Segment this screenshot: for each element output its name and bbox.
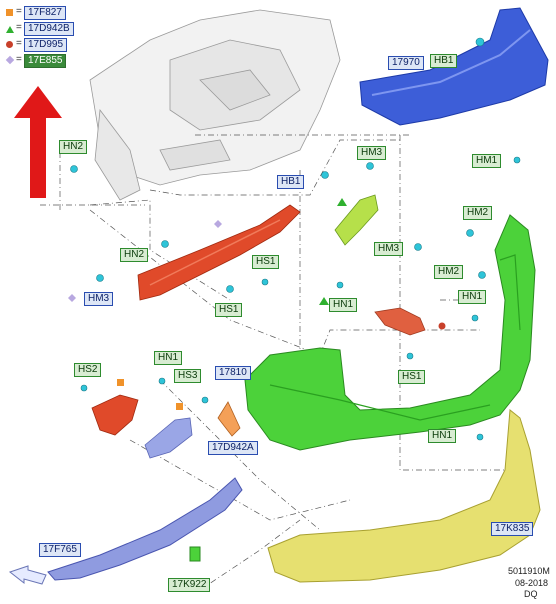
footer-date: 08-2018 [515, 578, 549, 588]
label-hb1-mid: HB1 [277, 175, 305, 189]
red-bracket-right [374, 307, 426, 336]
part-markers [68, 198, 446, 410]
label-hs1-b: HS1 [215, 303, 243, 317]
label-hs3: HS3 [174, 369, 202, 383]
fasteners [70, 37, 521, 441]
legend-eq: = [16, 22, 22, 33]
label-hn2-mid: HN2 [120, 248, 149, 262]
label-17k835: 17K835 [491, 522, 534, 536]
label-hm3-left: HM3 [84, 292, 114, 306]
label-hb1-top: HB1 [430, 54, 458, 68]
label-hn1-low: HN1 [154, 351, 183, 365]
legend-code-2: 17D942B [24, 22, 74, 36]
vehicle-body-shell [89, 9, 341, 201]
legend-code-1: 17F827 [24, 6, 66, 20]
orange-square-icon [6, 9, 13, 16]
legend-code-3: 17D995 [24, 38, 68, 52]
label-17k922: 17K922 [168, 578, 211, 592]
front-direction-arrow-icon [8, 565, 47, 585]
label-hs1-c: HS1 [398, 370, 426, 384]
label-17970: 17970 [388, 56, 424, 70]
label-17d942a: 17D942A [208, 441, 258, 455]
green-bracket-upper [334, 194, 379, 246]
label-hn2-left: HN2 [59, 140, 88, 154]
label-hn1-bottom: HN1 [428, 429, 457, 443]
label-hs1-a: HS1 [252, 255, 280, 269]
label-hm2-b: HM2 [434, 265, 464, 279]
red-bracket-left [91, 394, 139, 436]
label-hn1-right: HN1 [458, 290, 487, 304]
label-17f765: 17F765 [39, 543, 81, 557]
lower-valance [47, 477, 243, 581]
label-hm2-a: HM2 [463, 206, 493, 220]
orange-bracket [217, 401, 241, 437]
lower-skirt [267, 409, 541, 583]
bumper-cover [244, 214, 536, 451]
label-hn1-mid: HN1 [329, 298, 358, 312]
footer-ref: 5011910M [508, 566, 550, 576]
periwinkle-bracket [144, 417, 193, 459]
legend-eq: = [16, 6, 22, 17]
legend-eq: = [16, 38, 22, 49]
label-hs2: HS2 [74, 363, 102, 377]
green-triangle-icon [6, 26, 14, 33]
label-hm1: HM1 [472, 154, 502, 168]
red-circle-icon [6, 41, 13, 48]
energy-absorber [137, 204, 301, 301]
footer-code: DQ [524, 589, 538, 599]
green-clip [189, 546, 201, 562]
legend-code-4: 17E855 [24, 54, 67, 68]
label-hm3-top: HM3 [357, 146, 387, 160]
label-hm3-mid: HM3 [374, 242, 404, 256]
legend-eq: = [16, 54, 22, 65]
red-up-arrow-icon [14, 86, 62, 198]
label-17810: 17810 [215, 366, 251, 380]
